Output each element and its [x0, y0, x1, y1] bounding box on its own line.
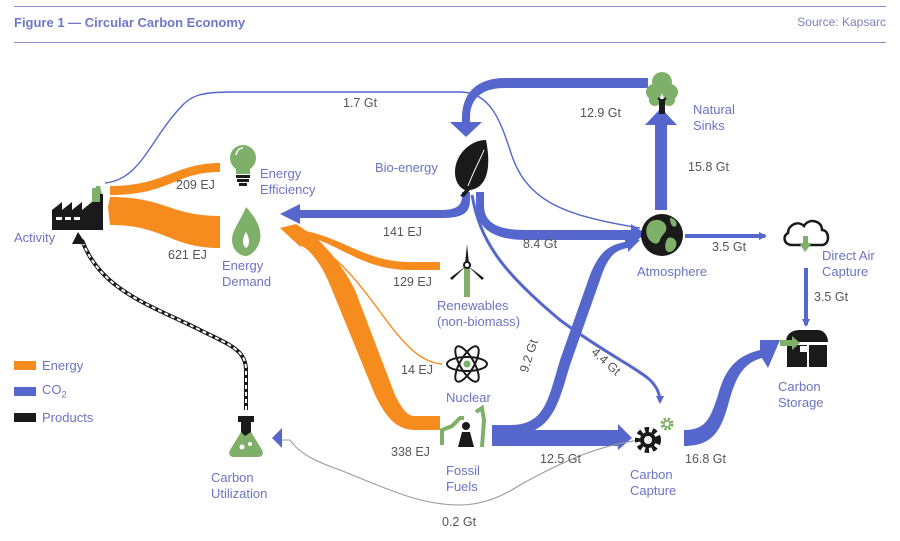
activity-arrowhead — [72, 232, 86, 244]
flow-atmosphere-to-sinks — [645, 108, 677, 210]
flow-bio-to-atmosphere — [476, 192, 646, 244]
treasure-chest-icon — [780, 330, 828, 367]
node-fossil-fuels: Fossil Fuels — [446, 463, 480, 494]
node-natural-sinks: Natural Sinks — [693, 102, 735, 133]
value-capture-to-utilization: 0.2 Gt — [442, 515, 477, 529]
node-energy-demand: Energy Demand — [222, 258, 272, 289]
top-rule — [14, 6, 886, 7]
figure-source: Source: Kapsarc — [797, 15, 886, 29]
wind-turbine-icon — [450, 244, 484, 297]
node-carbon-storage: Carbon Storage — [778, 379, 824, 410]
flow-capture-to-storage — [684, 340, 780, 446]
value-fossil-to-demand: 338 EJ — [391, 445, 430, 459]
leaf-icon — [455, 140, 489, 197]
value-activity-to-atmosphere: 1.7 Gt — [343, 96, 378, 110]
flow-renewables-to-demand — [285, 228, 440, 270]
value-capture-to-storage: 16.8 Gt — [685, 452, 726, 466]
node-atmosphere: Atmosphere — [637, 264, 708, 279]
node-activity: Activity — [14, 230, 56, 245]
value-nuclear-to-demand: 14 EJ — [401, 363, 433, 377]
value-atmosphere-to-sinks: 15.8 Gt — [688, 160, 729, 174]
node-carbon-utilization: Carbon Utilization — [211, 470, 268, 501]
value-sinks-to-bio: 12.9 Gt — [580, 106, 621, 120]
legend-swatch-co2 — [14, 386, 36, 396]
flow-bio-to-demand — [280, 192, 470, 224]
flame-icon — [232, 207, 261, 256]
node-direct-air-capture: Direct Air Capture — [822, 248, 875, 279]
oil-pump-icon — [440, 404, 487, 448]
flow-capture-to-utilization — [276, 439, 641, 506]
cloud-download-icon — [783, 219, 830, 252]
value-bio-to-demand: 141 EJ — [383, 225, 422, 239]
flow-demand-to-activity — [108, 197, 220, 248]
title-rule — [14, 42, 886, 43]
legend-item-energy: Energy — [14, 352, 93, 378]
factory-icon — [52, 186, 103, 230]
legend-swatch-energy — [14, 360, 36, 370]
legend-swatch-products — [14, 412, 36, 422]
legend-item-products: Products — [14, 404, 93, 430]
value-renewables-to-demand: 129 EJ — [393, 275, 432, 289]
flow-sinks-to-bio — [450, 78, 648, 137]
legend-item-co2: CO2 — [14, 378, 93, 404]
node-carbon-capture: Carbon Capture — [630, 467, 677, 498]
tree-icon — [646, 72, 678, 114]
flow-fossil-to-capture — [492, 424, 632, 450]
value-bio-to-atmosphere: 8.4 Gt — [523, 237, 558, 251]
gear-icon — [635, 417, 674, 453]
flow-fossil-to-demand — [280, 224, 440, 430]
flow-bio-to-capture — [470, 194, 664, 404]
figure-title: Figure 1 — Circular Carbon Economy — [14, 15, 246, 30]
flow-utilization-to-activity-dash — [81, 239, 247, 410]
flask-icon — [229, 416, 263, 457]
lightbulb-icon — [230, 145, 256, 186]
utilization-arrowhead — [272, 428, 282, 448]
value-dac-to-storage: 3.5 Gt — [814, 290, 849, 304]
value-fossil-to-capture: 12.5 Gt — [540, 452, 581, 466]
flow-activity-to-atmosphere — [104, 91, 641, 229]
flow-efficiency-to-activity — [110, 163, 220, 195]
atom-icon — [446, 345, 488, 383]
node-energy-efficiency: Energy Efficiency — [260, 166, 316, 197]
globe-icon — [641, 214, 683, 256]
value-demand-to-activity: 621 EJ — [168, 248, 207, 262]
value-efficiency-to-activity: 209 EJ — [176, 178, 215, 192]
node-nuclear: Nuclear — [446, 390, 491, 405]
node-bio-energy: Bio-energy — [375, 160, 438, 175]
legend: Energy CO2 Products — [14, 352, 93, 430]
flow-fossil-to-atmosphere — [492, 236, 640, 435]
node-renewables: Renewables (non-biomass) — [437, 298, 521, 329]
value-atmosphere-to-dac: 3.5 Gt — [712, 240, 747, 254]
